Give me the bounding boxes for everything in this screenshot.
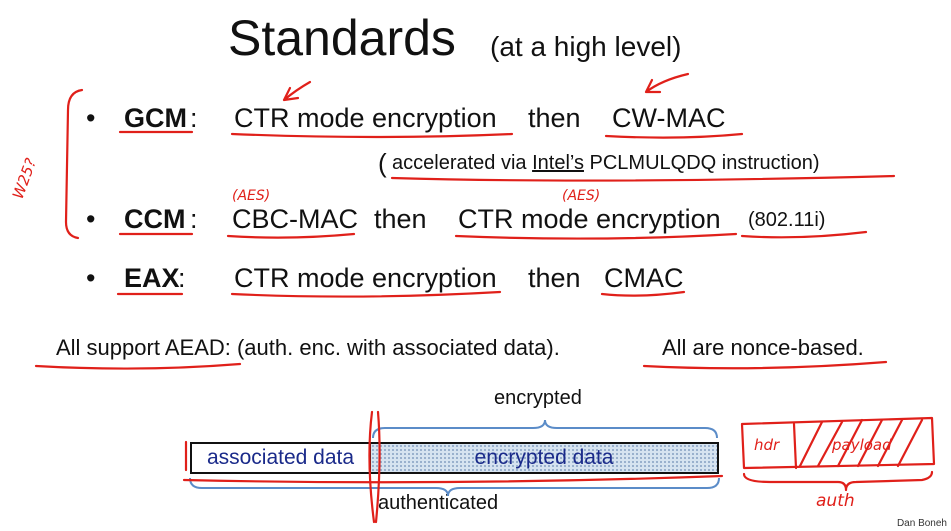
packet-sketch [740,416,936,470]
auth-brace [742,470,934,492]
encrypted-brace [372,419,718,439]
packet-auth-label: auth [816,491,855,511]
slide-subtitle: (at a high level) [490,31,682,62]
eax-label: EAX [124,263,180,293]
bracket-label: W25? [9,156,40,202]
authenticated-label: authenticated [378,492,499,514]
packet-hatch [798,418,924,468]
gcm-note-paren: ( [378,148,387,178]
underline-mark [740,230,868,239]
packet-hdr-label: hdr [754,436,780,454]
gcm-colon: : [190,103,198,133]
gcm-note: accelerated via Intel’s PCLMULQDQ instru… [392,150,820,176]
packet-payload-label: payload [831,436,892,454]
underline-mark [226,232,356,239]
eax-colon: : [178,263,186,293]
underline-mark [230,290,502,298]
encrypted-data-box: encrypted data [371,442,719,474]
gcm-label: GCM [124,103,187,133]
ccm-then: then [374,204,427,234]
eax-part2: CMAC [604,263,684,293]
nonce-based-text: All are nonce-based. [662,335,864,360]
ccm-colon: : [190,204,198,234]
associated-data-box: associated data [190,442,371,474]
underline-mark [454,232,738,240]
bullet-marker: • [86,103,96,133]
authenticated-brace [189,477,720,497]
bracket-mark [64,88,84,240]
gcm-part2: CW-MAC [612,103,726,133]
underline-mark [230,132,514,139]
gcm-note-prefix: accelerated via [392,152,533,174]
ccm-aes-note: (AES) [232,188,270,204]
ccm-label: CCM [124,204,186,234]
ccm-note: (802.11i) [748,209,826,231]
ccm-part2: CTR mode encryption [458,204,721,234]
encrypted-label: encrypted [494,387,582,409]
ccm-aes-note: (AES) [562,188,600,204]
underline-mark [604,132,744,139]
highlight-mark [182,474,724,484]
eax-part1: CTR mode encryption [234,263,497,293]
bullet-marker: • [86,263,96,293]
aead-support-text: All support AEAD: (auth. enc. with assoc… [56,335,560,360]
gcm-note-rest: PCLMULQDQ instruction) [583,152,820,174]
arrow-mark [282,80,312,102]
arrow-mark [644,72,690,94]
eax-then: then [528,263,581,293]
author-footer: Dan Boneh [896,518,947,529]
highlight-mark [374,410,381,524]
ccm-part1: CBC-MAC [232,204,358,234]
slide-title: Standards [228,10,456,66]
gcm-note-intel: Intel’s [532,152,584,174]
underline-mark [390,174,896,182]
gcm-part1: CTR mode encryption [234,103,497,133]
bullet-marker: • [86,204,96,234]
highlight-mark [368,410,376,524]
gcm-then: then [528,103,581,133]
packet-sketch [792,422,798,470]
underline-mark [600,290,686,297]
underline-mark [34,362,242,370]
underline-mark [642,360,888,370]
